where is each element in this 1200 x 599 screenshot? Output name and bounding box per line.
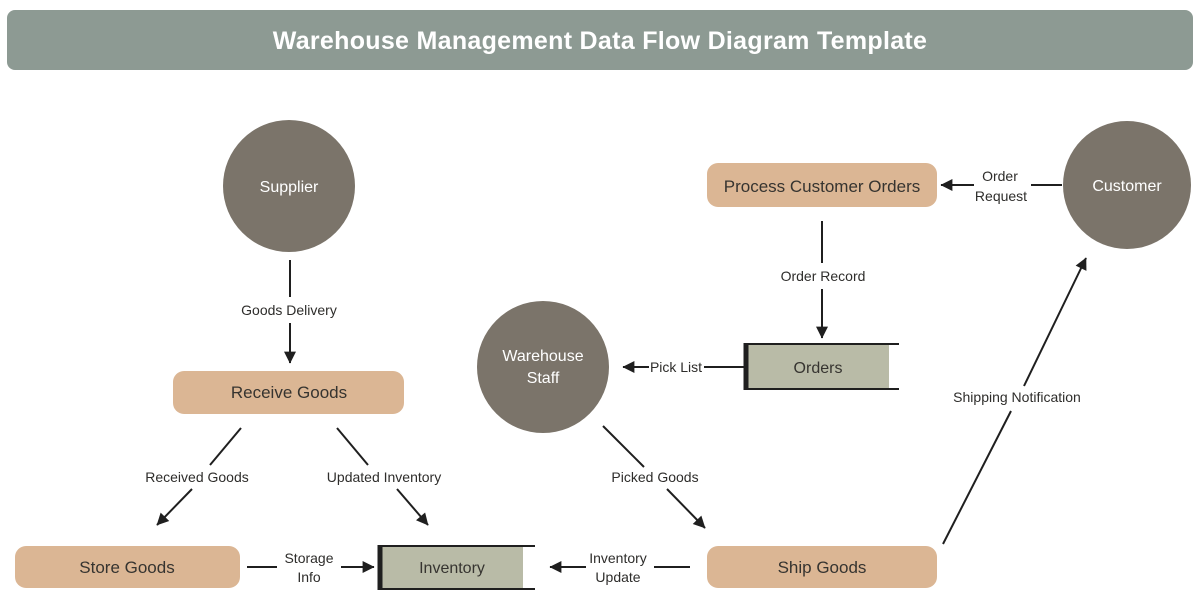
flow-inventory-update-label-line1: Inventory — [589, 550, 647, 566]
ship-goods-rect — [707, 546, 937, 588]
flow-picked-goods-line-2 — [666, 488, 706, 529]
flow-received-goods: Received Goods — [145, 427, 249, 526]
datastore-orders[interactable]: Orders — [743, 343, 899, 390]
flow-storage-info-label-line1: Storage — [284, 550, 333, 566]
flow-updated-inventory-line-2 — [396, 488, 429, 526]
receive-goods-rect — [173, 371, 404, 414]
flow-order-record-label: Order Record — [781, 268, 866, 284]
receive-goods-label: Receive Goods — [231, 383, 347, 402]
warehouse-staff-label-line1: Warehouse — [502, 348, 583, 365]
flow-picked-goods-line-1 — [602, 425, 645, 468]
store-goods-label: Store Goods — [79, 558, 174, 577]
flow-order-request: Order Request — [940, 168, 1062, 204]
flow-received-goods-line-1 — [209, 427, 242, 466]
orders-label: Orders — [794, 360, 843, 377]
flow-picked-goods-label: Picked Goods — [611, 469, 698, 485]
flow-storage-info-label-line2: Info — [297, 569, 321, 585]
entity-warehouse-staff[interactable]: Warehouse Staff — [477, 301, 609, 433]
store-goods-rect — [15, 546, 240, 588]
flow-updated-inventory-label: Updated Inventory — [327, 469, 441, 485]
flow-shipping-notification-line-2 — [1023, 257, 1087, 387]
flow-order-request-label-line2: Request — [975, 188, 1027, 204]
warehouse-staff-label-line2: Staff — [527, 370, 560, 387]
flow-inventory-update: Inventory Update — [549, 550, 690, 585]
process-ship-goods[interactable]: Ship Goods — [707, 546, 937, 588]
flow-inventory-update-label-line2: Update — [595, 569, 640, 585]
process-customer-orders-label: Process Customer Orders — [724, 177, 921, 196]
flow-shipping-notification-line-1 — [942, 410, 1012, 545]
inventory-fill — [380, 545, 523, 590]
customer-label: Customer — [1092, 178, 1162, 195]
flow-pick-list-label: Pick List — [650, 359, 702, 375]
process-store-goods[interactable]: Store Goods — [15, 546, 240, 588]
flow-goods-delivery-label: Goods Delivery — [241, 302, 337, 318]
process-receive-goods[interactable]: Receive Goods — [173, 371, 404, 414]
ship-goods-label: Ship Goods — [778, 558, 867, 577]
flow-order-request-label-line1: Order — [982, 168, 1018, 184]
supplier-circle — [223, 120, 355, 252]
page-title: Warehouse Management Data Flow Diagram T… — [273, 27, 928, 55]
flow-pick-list: Pick List — [622, 359, 745, 375]
orders-fill — [746, 343, 889, 389]
process-customer-orders[interactable]: Process Customer Orders — [707, 163, 937, 207]
flow-shipping-notification: Shipping Notification — [942, 257, 1087, 545]
title-banner-background — [7, 10, 1193, 70]
flow-received-goods-label: Received Goods — [145, 469, 249, 485]
entity-customer[interactable]: Customer — [1063, 121, 1191, 249]
process-customer-orders-rect — [707, 163, 937, 207]
entity-supplier[interactable]: Supplier — [223, 120, 355, 252]
flow-updated-inventory-line-1 — [336, 427, 369, 466]
datastore-inventory[interactable]: Inventory — [377, 545, 535, 590]
warehouse-staff-circle — [477, 301, 609, 433]
flow-updated-inventory: Updated Inventory — [327, 427, 441, 526]
customer-circle — [1063, 121, 1191, 249]
supplier-label: Supplier — [260, 179, 319, 196]
flow-received-goods-line-2 — [156, 488, 193, 526]
title-banner: Warehouse Management Data Flow Diagram T… — [7, 10, 1193, 70]
flow-picked-goods: Picked Goods — [602, 425, 706, 529]
flow-storage-info: Storage Info — [247, 550, 375, 585]
flow-order-record: Order Record — [781, 221, 866, 339]
flow-shipping-notification-label: Shipping Notification — [953, 389, 1081, 405]
inventory-label: Inventory — [419, 560, 485, 577]
flow-goods-delivery: Goods Delivery — [241, 260, 337, 364]
